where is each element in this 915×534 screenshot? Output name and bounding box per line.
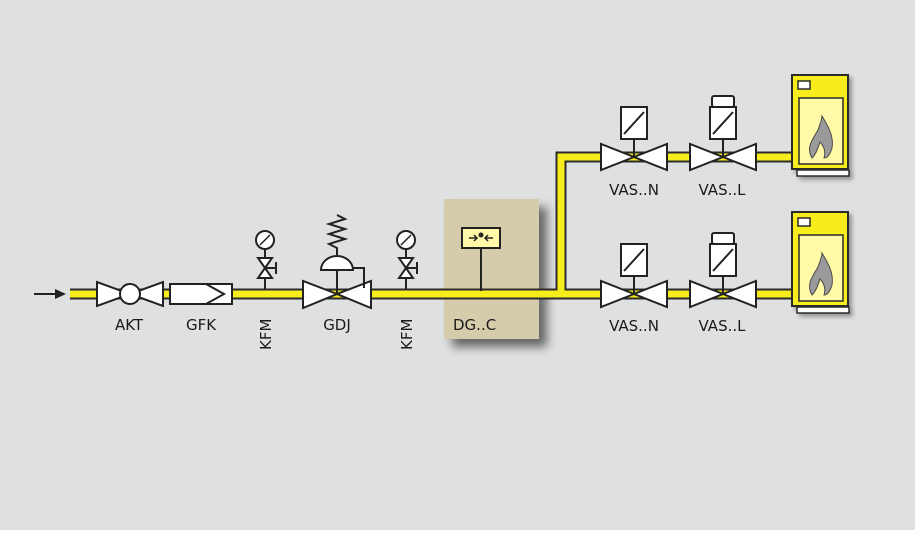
gfk-label: GFK (186, 316, 217, 334)
vas-l-label-top: VAS..L (699, 181, 747, 199)
dgc-device-box (444, 199, 539, 339)
pressure-switch-icon (461, 227, 501, 291)
vas-n-valve-bottom (600, 243, 668, 309)
gdj-regulator-symbol (302, 214, 372, 310)
vas-n-valve-top (600, 106, 668, 172)
burner-flame-icon (791, 74, 850, 177)
vas-n-label-bottom: VAS..N (609, 317, 659, 335)
akt-label: AKT (115, 316, 144, 334)
akt-valve-symbol (96, 280, 164, 308)
dgc-label: DG..C (453, 316, 496, 334)
kfm-label-2: KFM (398, 319, 416, 350)
burner-flame-icon (791, 211, 850, 314)
spring-icon (325, 214, 349, 255)
kfm-label-1: KFM (257, 319, 275, 350)
kfm-gauge-1 (255, 230, 277, 290)
vas-l-label-bottom: VAS..L (699, 317, 747, 335)
arrow-right-icon (34, 289, 66, 299)
diaphragm-icon (319, 255, 355, 271)
gdj-label: GDJ (323, 316, 351, 334)
gfk-filter-symbol (169, 283, 233, 305)
vas-l-valve-top (689, 95, 757, 172)
vas-l-valve-bottom (689, 232, 757, 309)
vas-n-label-top: VAS..N (609, 181, 659, 199)
kfm-gauge-2 (396, 230, 418, 290)
